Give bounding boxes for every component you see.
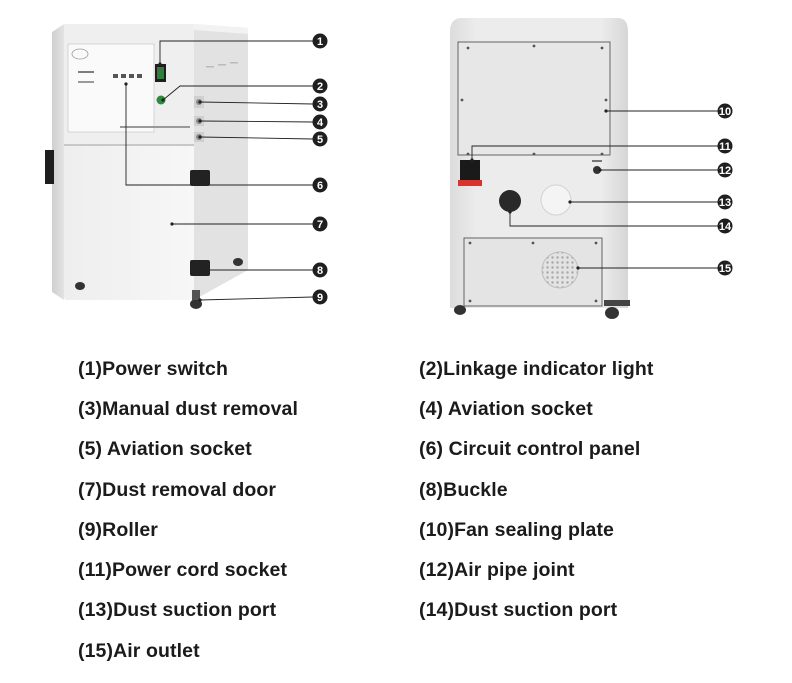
legend-item-5: (5) Aviation socket [78,438,252,460]
callout-number-4: 4 [317,117,324,129]
callout-number-10: 10 [719,106,731,118]
leader-anchor-2 [161,98,165,102]
callout-9: 9 [312,289,328,305]
legend-item-13: (13)Dust suction port [78,599,277,621]
callout-number-3: 3 [317,99,323,111]
leader-anchor-11 [470,158,474,162]
leader-anchor-6 [124,82,128,86]
callout-10: 10 [717,103,733,119]
leader-anchor-3 [198,100,202,104]
callout-number-6: 6 [317,180,323,192]
legend-item-4: (4) Aviation socket [419,398,593,420]
callout-6: 6 [312,177,328,193]
legend-item-1: (1)Power switch [78,358,228,380]
callout-4: 4 [312,114,328,130]
legend-item-9: (9)Roller [78,519,158,541]
leader-line-3 [199,101,314,105]
leader-anchor-9 [198,298,202,302]
callout-13: 13 [717,194,733,210]
leader-anchor-4 [198,119,202,123]
callout-circle-5 [312,131,328,147]
callout-circle-13 [717,194,733,210]
callout-circle-2 [312,78,328,94]
callout-circle-10 [717,103,733,119]
legend-item-15: (15)Air outlet [78,640,200,662]
leader-line-11 [471,145,718,160]
legend-item-12: (12)Air pipe joint [419,559,575,581]
callout-11: 11 [717,138,733,154]
callout-circle-4 [312,114,328,130]
callout-circle-8 [312,262,328,278]
legend-item-8: (8)Buckle [419,479,508,501]
callout-number-5: 5 [317,134,323,146]
callout-circle-3 [312,96,328,112]
leader-line-2 [162,85,313,101]
leader-anchor-7 [170,222,174,226]
leader-anchor-13 [568,200,572,204]
front-cabinet [45,24,248,309]
callout-5: 5 [312,131,328,147]
leader-line-4 [199,120,314,123]
leader-anchor-12 [598,168,602,172]
leader-anchor-5 [198,135,202,139]
leader-line-5 [199,136,314,140]
legend-item-3: (3)Manual dust removal [78,398,298,420]
callout-circle-14 [717,218,733,234]
callout-circle-1 [312,33,328,49]
leader-line-6 [125,84,313,186]
callout-circle-15 [717,260,733,276]
legend-item-11: (11)Power cord socket [78,559,288,581]
leader-anchor-15 [576,266,580,270]
callout-1: 1 [312,33,328,49]
callout-number-15: 15 [719,263,731,275]
leader-anchor-14 [508,210,512,214]
callout-number-1: 1 [317,36,323,48]
callout-8: 8 [312,262,328,278]
leader-anchor-1 [158,62,162,66]
callout-number-13: 13 [719,197,731,209]
legend-item-6: (6) Circuit control panel [419,438,641,460]
callout-circle-6 [312,177,328,193]
legend-item-10: (10)Fan sealing plate [419,519,614,541]
rear-cabinet [450,18,630,319]
callout-2: 2 [312,78,328,94]
callout-number-7: 7 [317,219,323,231]
callout-14: 14 [717,218,733,234]
leader-anchor-10 [604,109,608,113]
callout-circle-7 [312,216,328,232]
legend-item-2: (2)Linkage indicator light [419,358,654,380]
leader-line-1 [159,40,313,64]
callout-number-2: 2 [317,81,323,93]
callout-number-11: 11 [719,141,731,153]
callout-15: 15 [717,260,733,276]
callout-number-8: 8 [317,265,323,277]
leader-anchor-8 [206,268,210,272]
leader-line-9 [199,296,314,301]
leader-lines [124,40,718,302]
callout-circle-9 [312,289,328,305]
legend-item-14: (14)Dust suction port [419,599,618,621]
callout-number-14: 14 [719,221,732,233]
callout-circle-12 [717,162,733,178]
callout-circle-11 [717,138,733,154]
callout-12: 12 [717,162,733,178]
callout-number-9: 9 [317,292,323,304]
callout-3: 3 [312,96,328,112]
legend-item-7: (7)Dust removal door [78,479,277,501]
callout-7: 7 [312,216,328,232]
leader-line-14 [509,212,718,227]
callout-number-12: 12 [719,165,731,177]
